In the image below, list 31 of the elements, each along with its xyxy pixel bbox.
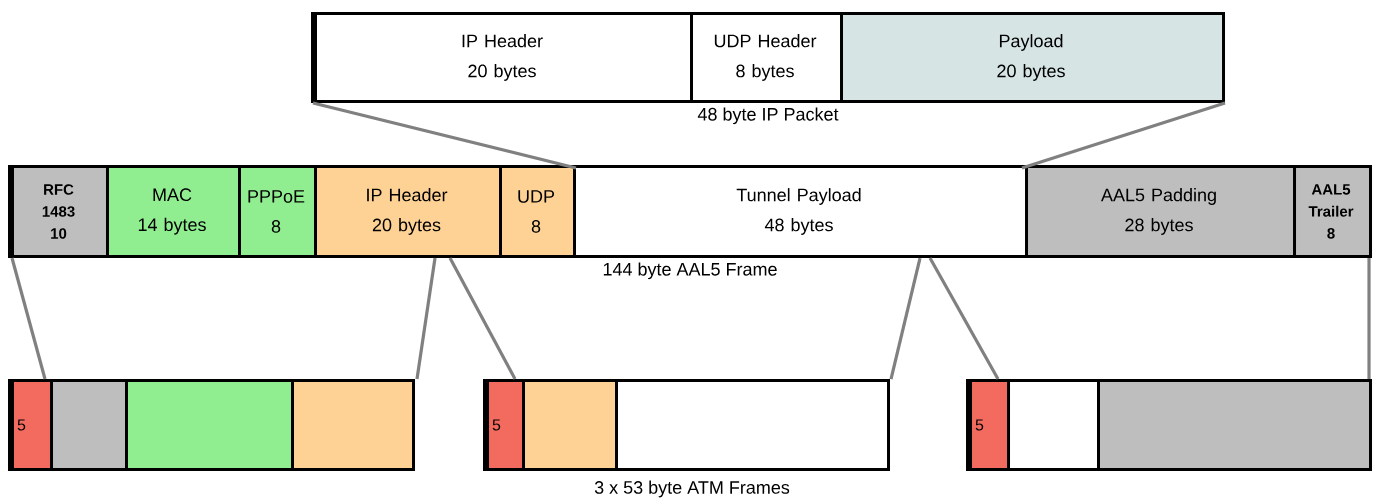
zoom-line [928, 257, 1000, 380]
caption: 3 x 53 byte ATM Frames [594, 480, 790, 498]
cell-segment [125, 382, 291, 468]
zoom-line [1021, 101, 1226, 170]
zoom-line [10, 257, 47, 380]
cell-segment [522, 382, 615, 468]
header-field: UDP 8 [499, 168, 573, 255]
cell-segment [615, 382, 887, 468]
zoom-line [415, 257, 437, 380]
cell-segment [291, 382, 412, 468]
node-label: 48 byte IP Packet [697, 107, 839, 125]
zoom-line [448, 257, 517, 380]
zoom-line [1367, 258, 1371, 379]
header-field: 5 [11, 382, 50, 468]
header-field: AAL5 Trailer 8 [1293, 168, 1369, 255]
cell-segment [1007, 382, 1097, 468]
zoom-line [889, 257, 922, 380]
cell-segment [1097, 382, 1369, 468]
header-field: PPPoE 8 [238, 168, 314, 255]
header-field: RFC 1483 10 [11, 168, 106, 255]
header-field: Payload 20 bytes [840, 15, 1222, 100]
atm-frame [966, 379, 1372, 471]
node-label: 144 byte AAL5 Frame [603, 262, 777, 280]
header-field: MAC 14 bytes [106, 168, 238, 255]
atm-frame [8, 379, 415, 471]
header-field: Tunnel Payload 48 bytes [573, 168, 1025, 255]
header-field: 5 [486, 382, 522, 468]
atm-frame [483, 379, 890, 471]
cell-segment [50, 382, 125, 468]
header-field: 5 [969, 382, 1007, 468]
header-field: UDP Header 8 bytes [690, 15, 840, 100]
